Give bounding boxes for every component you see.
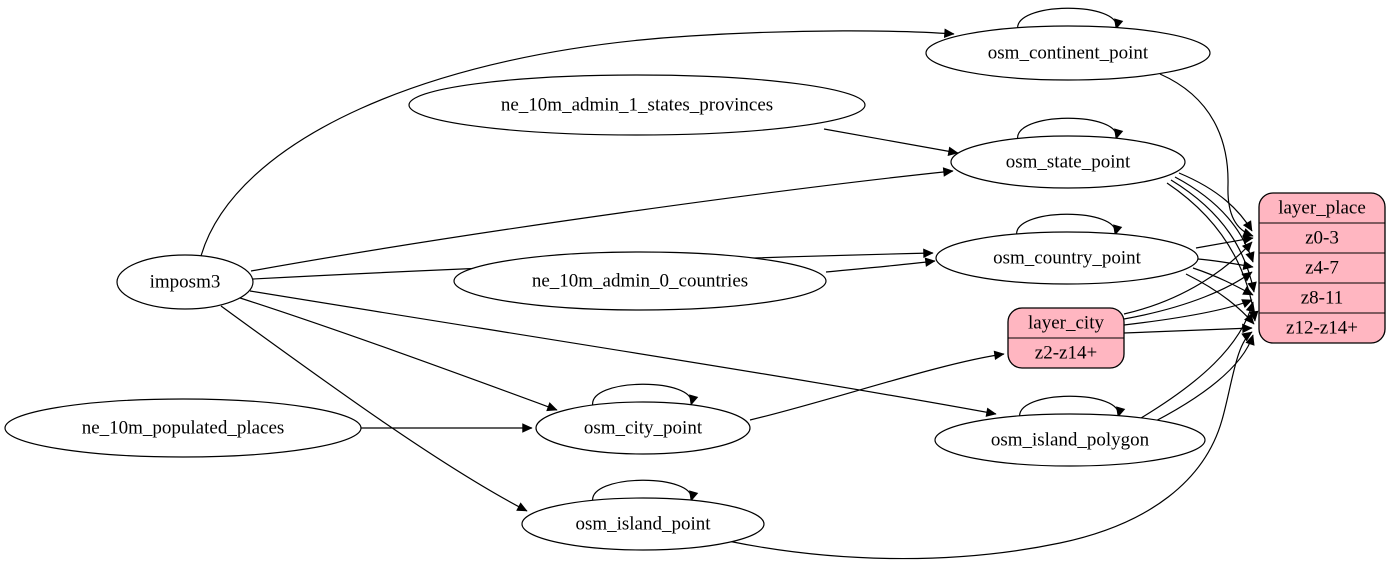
osm_island_polygon-shape [934,413,1206,467]
node-osm_continent_point: osm_continent_point [925,25,1211,81]
node-osm_island_point: osm_island_point [521,497,765,551]
edge-ne_10m_admin_1_states_provinces-osm_state_point [823,128,959,157]
edge-osm_city_point-layer_city-z2-z14 [749,350,1005,421]
edge-imposm3-osm_city_point [236,296,558,412]
edge-osm_country_point-layer_place-z0-3 [1195,234,1254,249]
edge-imposm3-osm_island_polygon [249,290,997,417]
edge-imposm3-osm_state_point [250,167,954,272]
edge-layer_city-layer_place-z4-7 [1123,271,1253,320]
node-layer_city: layer_city z2-z14+ [1007,307,1125,369]
layer_place-shape [1258,192,1386,344]
osm_country_point-label: osm_country_point [993,248,1141,269]
edge-self-osm_state_point [1017,117,1124,142]
ne_10m_populated_places-shape [4,398,362,458]
node-ne_10m_admin_0_countries: ne_10m_admin_0_countries [453,251,827,311]
osm_continent_point-label: osm_continent_point [988,43,1149,64]
layer_place-title: layer_place [1278,198,1366,219]
edge-self-osm_country_point [1016,213,1123,238]
osm_city_point-label: osm_city_point [584,418,703,439]
osm_island_point-shape [521,497,765,551]
ne_10m_admin_1_states_provinces-label: ne_10m_admin_1_states_provinces [501,95,773,116]
imposm3-label: imposm3 [150,272,221,293]
node-osm_country_point: osm_country_point [935,231,1199,285]
osm_city_point-shape [535,401,751,455]
edge-layer_city-layer_place-z8-11 [1123,299,1253,326]
ne_10m_admin_0_countries-label: ne_10m_admin_0_countries [532,271,748,292]
node-osm_city_point: osm_city_point [535,401,751,455]
layer_place-row-z4-7: z4-7 [1305,258,1339,279]
edge-osm_island_polygon-layer_place-z8-11 [1135,301,1256,422]
layer_place-row-z8-11: z8-11 [1301,288,1344,309]
edge-self-osm_continent_point [1017,7,1124,32]
node-ne_10m_populated_places: ne_10m_populated_places [4,398,362,458]
imposm3-shape [116,254,254,310]
osm_country_point-shape [935,231,1199,285]
layer_place-row-z0-3: z0-3 [1305,228,1339,249]
edge-layer_city-layer_place-z12-z14 [1123,323,1253,334]
osm_state_point-shape [950,135,1186,189]
edge-osm_country_point-layer_place-z12-z14 [1185,273,1255,325]
osm_continent_point-shape [925,25,1211,81]
layer_city-row-z2-z14: z2-z14+ [1035,343,1097,364]
edge-osm_country_point-layer_place-z8-11 [1192,267,1254,296]
edge-imposm3-osm_island_point [220,305,528,512]
edge-self-osm_island_polygon [1019,395,1126,420]
edge-layer [200,7,1259,560]
node-ne_10m_admin_1_states_provinces: ne_10m_admin_1_states_provinces [408,74,866,136]
edge-osm_island_polygon-layer_place-z12-z14 [1143,334,1255,428]
edge-osm_island_point-layer_place-z12-z14 [727,331,1253,560]
layer_city-title: layer_city [1028,313,1104,334]
edge-ne_10m_admin_0_countries-osm_country_point [825,257,936,273]
edge-imposm3-osm_continent_point [200,28,955,257]
osm_island_point-label: osm_island_point [575,514,711,535]
node-osm_state_point: osm_state_point [950,135,1186,189]
edge-self-osm_city_point [592,383,699,408]
ne_10m_admin_1_states_provinces-shape [408,74,866,136]
edge-osm_continent_point-layer_place-z0-3 [1159,73,1254,238]
layer_place-row-z12-z14: z12-z14+ [1286,318,1358,339]
ne_10m_populated_places-label: ne_10m_populated_places [82,418,285,439]
osm_island_polygon-label: osm_island_polygon [991,430,1150,451]
node-imposm3: imposm3 [116,254,254,310]
ne_10m_admin_0_countries-shape [453,251,827,311]
edge-layer_city-layer_place-z0-3 [1123,241,1253,315]
node-osm_island_polygon: osm_island_polygon [934,413,1206,467]
osm_state_point-label: osm_state_point [1006,152,1131,173]
node-layer_place: layer_place z0-3 z4-7 z8-11 z12-z14+ [1258,192,1386,344]
edge-osm_state_point-layer_place-z0-3 [1178,172,1253,232]
edge-self-osm_island_point [592,479,699,504]
edge-osm_country_point-layer_place-z4-7 [1197,258,1254,270]
